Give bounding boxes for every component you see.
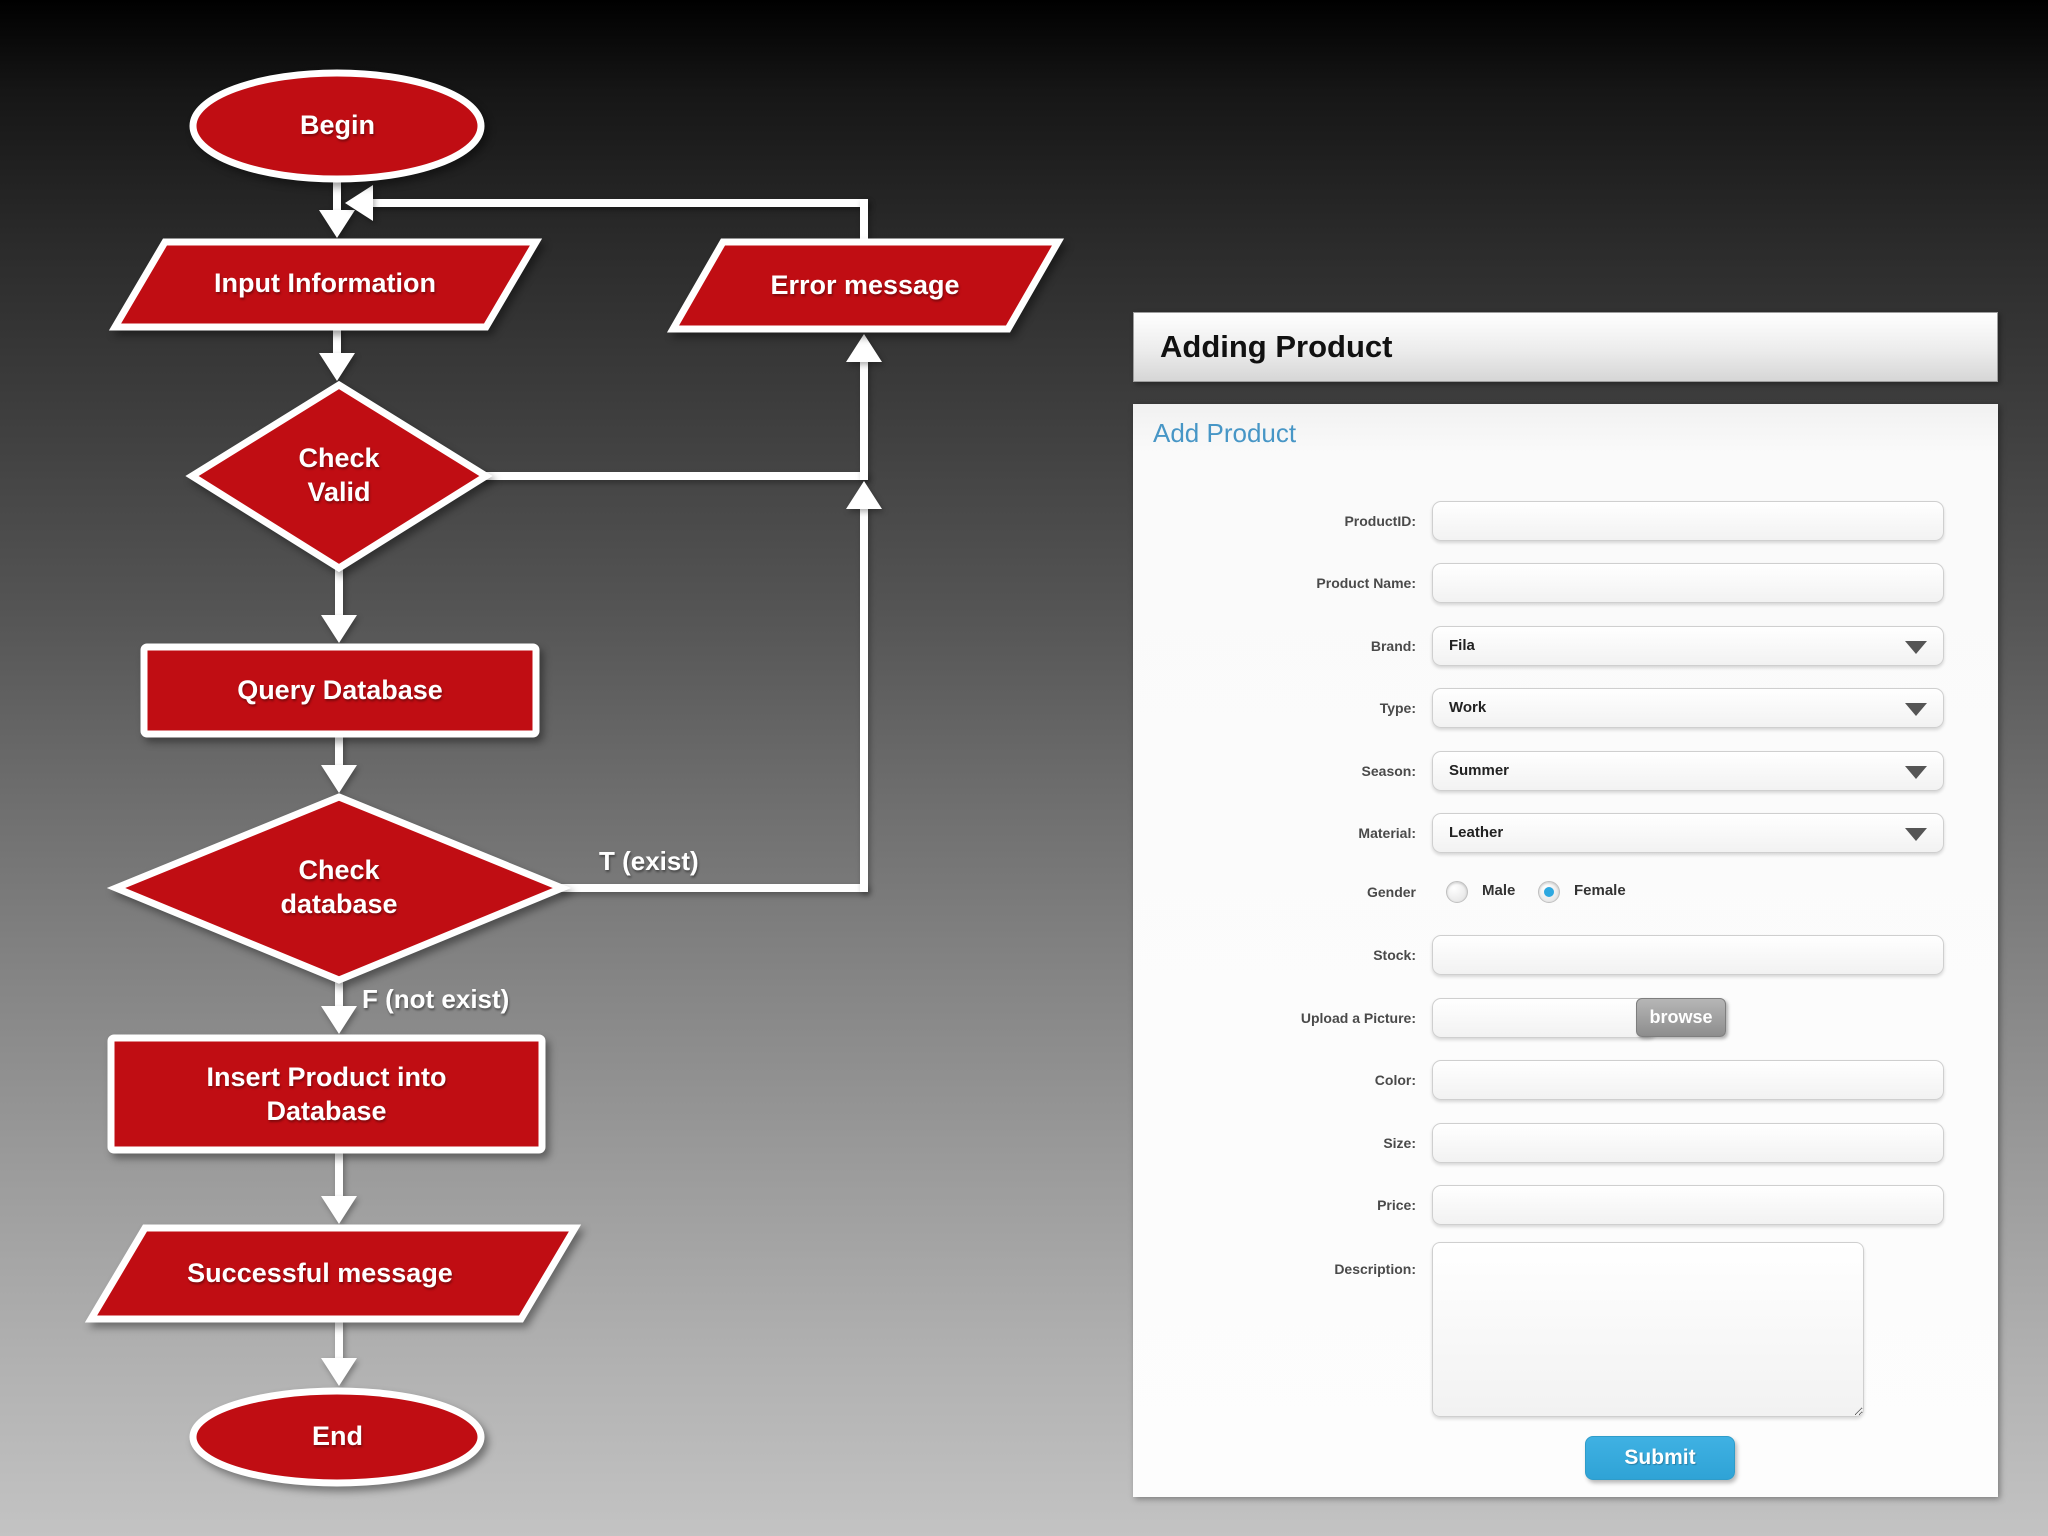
product-name-label: Product Name: [1316, 575, 1416, 591]
browse-button[interactable]: browse [1636, 998, 1726, 1037]
successful-message-node [84, 1224, 582, 1323]
season-select[interactable]: Summer [1432, 751, 1944, 791]
type-label: Type: [1379, 700, 1416, 716]
chevron-down-icon [1905, 766, 1927, 779]
arrowhead-checkvalid-query [321, 615, 357, 643]
true-branch-label: T (exist) [599, 846, 699, 876]
check-database-label: Check database [280, 855, 398, 919]
arrowhead-into-error [846, 334, 882, 362]
season-label: Season: [1361, 763, 1416, 779]
size-label: Size: [1383, 1135, 1416, 1151]
gender-label: Gender [1366, 884, 1416, 900]
form-row-type: Type: Work [1133, 688, 1998, 732]
brand-selected-value: Fila [1449, 637, 1475, 654]
chevron-down-icon [1905, 641, 1927, 654]
form-row-price: Price: [1133, 1185, 1998, 1229]
form-row-stock: Stock: [1133, 935, 1998, 979]
chevron-down-icon [1905, 828, 1927, 841]
error-message-node [666, 238, 1065, 333]
description-label: Description: [1334, 1261, 1416, 1277]
form-row-size: Size: [1133, 1123, 1998, 1167]
upload-picture-label: Upload a Picture: [1300, 1010, 1416, 1026]
form-row-product-name: Product Name: [1133, 563, 1998, 607]
arrowhead-checkdb-insert [321, 1006, 357, 1034]
begin-label: Begin [299, 110, 375, 141]
stock-label: Stock: [1373, 947, 1416, 963]
form-row-gender: Gender Male Female [1133, 872, 1998, 916]
query-database-node [140, 643, 540, 738]
form-row-material: Material: Leather [1133, 813, 1998, 857]
brand-select[interactable]: Fila [1432, 626, 1944, 666]
panel-title: Add Product [1153, 418, 1297, 448]
successful-message-label: Successful message [187, 1258, 453, 1289]
insert-product-label: Insert Product into Database [206, 1062, 447, 1126]
productid-label: ProductID: [1344, 513, 1416, 529]
form-row-season: Season: Summer [1133, 751, 1998, 795]
input-information-node [108, 238, 543, 331]
arrowhead-insert-successful [321, 1196, 357, 1224]
arrowhead-query-checkdb [321, 765, 357, 793]
color-input[interactable] [1432, 1060, 1944, 1100]
form-row-upload-picture: Upload a Picture: browse [1133, 998, 1998, 1042]
check-valid-node [185, 380, 493, 573]
type-select[interactable]: Work [1432, 688, 1944, 728]
productid-input[interactable] [1432, 501, 1944, 541]
size-input[interactable] [1432, 1123, 1944, 1163]
form-row-brand: Brand: Fila [1133, 626, 1998, 670]
form-row-description: Description: [1133, 1242, 1998, 1422]
material-select[interactable]: Leather [1432, 813, 1944, 853]
query-database-label: Query Database [237, 675, 443, 706]
color-label: Color: [1374, 1072, 1416, 1088]
arrowhead-true-branch [846, 481, 882, 509]
add-product-panel: Add Product ProductID: Product Name: Bra… [1133, 404, 1998, 1497]
check-valid-label: Check Valid [298, 443, 380, 507]
gender-female-radio[interactable] [1538, 881, 1560, 903]
brand-label: Brand: [1370, 638, 1416, 654]
stock-input[interactable] [1432, 935, 1944, 975]
material-selected-value: Leather [1449, 824, 1504, 841]
description-textarea[interactable] [1432, 1242, 1864, 1417]
error-message-label: Error message [770, 270, 960, 301]
season-selected-value: Summer [1449, 762, 1510, 779]
begin-node [189, 69, 485, 183]
submit-button[interactable]: Submit [1585, 1436, 1735, 1480]
end-label: End [312, 1421, 363, 1452]
price-input[interactable] [1432, 1185, 1944, 1225]
window-title-bar: Adding Product [1133, 312, 1998, 382]
arrowhead-successful-end [321, 1358, 357, 1386]
price-label: Price: [1377, 1197, 1416, 1213]
flowchart-canvas [84, 69, 1065, 1487]
form-row-productid: ProductID: [1133, 501, 1998, 545]
arrowhead-begin-input [319, 210, 355, 238]
arrowhead-error-feedback [345, 185, 373, 221]
insert-product-node [107, 1034, 546, 1154]
upload-picture-input[interactable] [1432, 998, 1657, 1038]
gender-male-option-label[interactable]: Male [1482, 882, 1516, 899]
window-title: Adding Product [1160, 329, 1393, 364]
arrowhead-input-checkvalid [319, 353, 355, 381]
gender-female-option-label[interactable]: Female [1574, 882, 1626, 899]
input-information-label: Input Information [214, 268, 436, 299]
gender-male-radio[interactable] [1446, 881, 1468, 903]
false-branch-label: F (not exist) [362, 984, 510, 1014]
form-row-color: Color: [1133, 1060, 1998, 1104]
chevron-down-icon [1905, 703, 1927, 716]
type-selected-value: Work [1449, 699, 1487, 716]
check-database-node [106, 793, 572, 984]
material-label: Material: [1358, 825, 1416, 841]
end-node [189, 1387, 485, 1487]
product-name-input[interactable] [1432, 563, 1944, 603]
